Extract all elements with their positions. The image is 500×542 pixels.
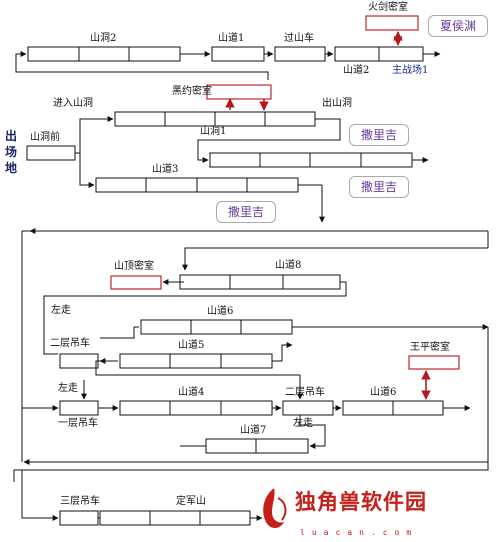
label-shandong1: 山洞1 (200, 126, 227, 137)
bar-shandong2 (27, 46, 181, 62)
room-wangping (408, 355, 460, 370)
label-chu-shandong: 出山洞 (322, 98, 352, 109)
label-shandao7: 山道7 (240, 425, 267, 436)
bubble-sa-li-ji-2: 撒里吉 (349, 176, 409, 198)
bar-shandao8 (179, 274, 341, 290)
label-jinru-shandong: 进入山洞 (53, 98, 93, 109)
label-zuozou-1: 左走 (51, 305, 71, 316)
label-shandao6-top: 山道6 (207, 306, 234, 317)
label-shandong2: 山洞2 (90, 33, 117, 44)
bar-yiceng-diaoche (59, 400, 99, 416)
bubble-sa-li-ji-3: 撒里吉 (216, 201, 276, 223)
label-zhuzhanchang1: 主战场1 (392, 65, 429, 76)
room-huojian (365, 15, 419, 31)
bar-dingjunshan (99, 510, 251, 526)
label-shandao4: 山道4 (178, 387, 205, 398)
label-shandao2: 山道2 (343, 65, 370, 76)
bar-erceng-diaoche-1 (59, 353, 99, 369)
bar-shandao6-upper (140, 319, 293, 335)
room-shanding (110, 275, 162, 290)
bubble-sa-li-ji-1: 撒里吉 (349, 124, 409, 146)
label-shandao6-bottom: 山道6 (370, 387, 397, 398)
label-yiceng-diaoche: 一层吊车 (58, 418, 98, 429)
watermark-title: 独角兽软件园 (295, 490, 427, 514)
label-sanceng-diaoche: 三层吊车 (60, 496, 100, 507)
bar-guoshanche (274, 46, 326, 62)
bar-shandong-qian (26, 145, 76, 161)
label-zuozou-3: 左走 (293, 418, 313, 429)
unicorn-logo-icon (263, 488, 287, 528)
label-shandao1: 山道1 (218, 33, 245, 44)
bar-sanceng-diaoche (59, 510, 99, 526)
label-shandao5: 山道5 (178, 340, 205, 351)
label-erceng-diaoche-1: 二层吊车 (50, 338, 90, 349)
sidebar-title: 出场地 (5, 129, 18, 175)
label-shandao3: 山道3 (152, 164, 179, 175)
label-shandong-qian: 山洞前 (30, 132, 60, 143)
bubble-xiahou-yuan: 夏侯渊 (428, 15, 488, 37)
label-shanding-mishi: 山顶密室 (114, 261, 154, 272)
label-erceng-diaoche-2: 二层吊车 (285, 387, 325, 398)
label-heiyue-mishi: 黑约密室 (172, 86, 212, 97)
bar-shandong1 (209, 152, 413, 168)
bar-shandao4 (119, 400, 273, 416)
label-huojian-mishi: 火剑密室 (368, 2, 408, 13)
bar-shandao5 (119, 353, 273, 369)
label-guoshanche: 过山车 (284, 33, 314, 44)
bar-erceng-diaoche-2 (282, 400, 334, 416)
watermark-subtitle: luacan.com (300, 528, 419, 537)
label-wangping-mishi: 王平密室 (410, 342, 450, 353)
label-dingjunshan: 定军山 (176, 496, 206, 507)
label-shandao8: 山道8 (275, 260, 302, 271)
bar-shandao1 (211, 46, 265, 62)
room-heiyue (206, 84, 272, 100)
label-zuozou-2: 左走 (58, 383, 78, 394)
bar-shandao7 (205, 438, 309, 454)
